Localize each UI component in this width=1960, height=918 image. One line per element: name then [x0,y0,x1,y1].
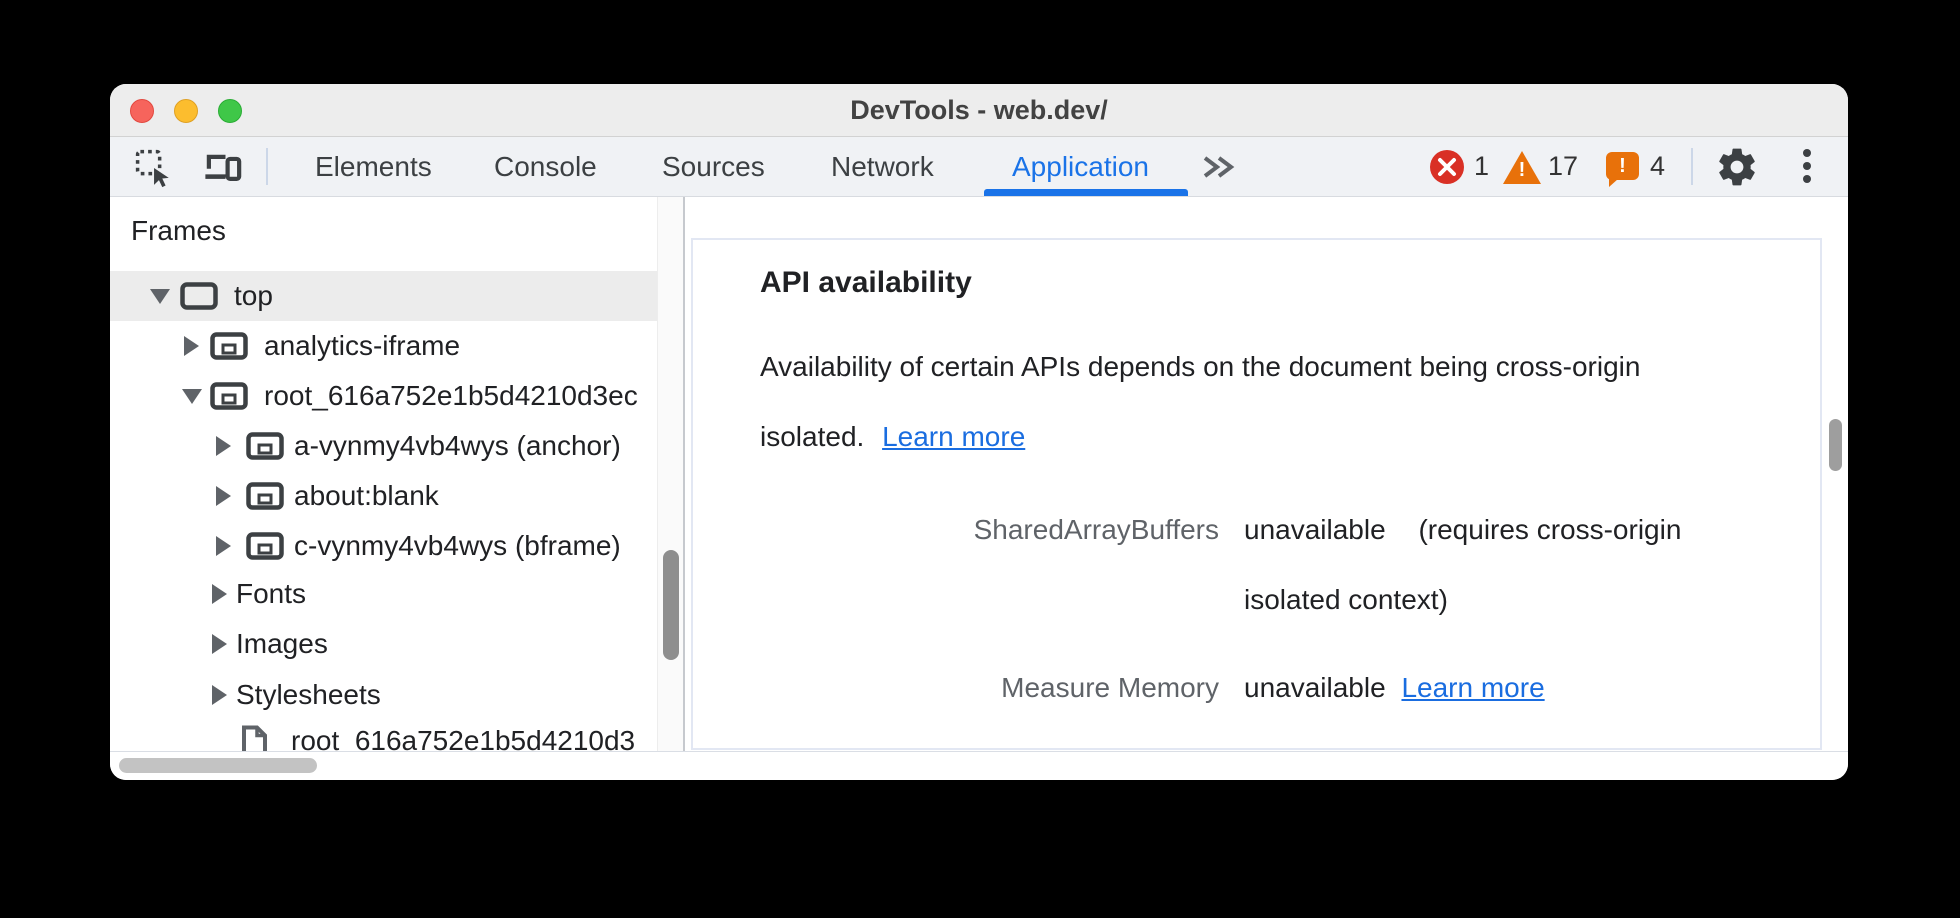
api-name-sharedarraybuffers: SharedArrayBuffers [973,514,1219,545]
more-options-button[interactable] [1803,149,1811,188]
chevron-right-icon[interactable] [216,436,231,456]
iframe-icon [246,532,284,560]
active-tab-underline [984,189,1188,196]
tree-row-about-blank[interactable]: about:blank [110,471,439,521]
report-scrollbar-thumb[interactable] [1829,419,1842,471]
iframe-icon [210,382,248,410]
document-icon [242,725,267,752]
frame-icon [180,282,218,310]
tab-application[interactable]: Application [1012,151,1149,182]
titlebar: DevTools - web.dev/ [110,84,1848,137]
description-line-1: Availability of certain APIs depends on … [760,351,1641,382]
frames-panel-header: Frames [131,215,226,246]
chevron-right-icon[interactable] [212,685,227,705]
chevron-double-right-icon [1203,156,1235,178]
tree-row-stylesheets[interactable]: Stylesheets [110,670,381,720]
x-icon [1438,158,1456,176]
window-title: DevTools - web.dev/ [850,95,1108,125]
description-line-2-text: isolated. [760,421,865,452]
frames-panel: Frames top analytics-iframe [110,197,685,752]
error-count: 1 [1474,151,1490,181]
devtools-window: DevTools - web.dev/ Elements Console Sou… [110,84,1848,780]
iframe-icon [210,332,248,360]
tree-row-label: Stylesheets [236,679,381,710]
horizontal-scrollbar-thumb[interactable] [119,758,317,773]
chevron-right-icon[interactable] [212,584,227,604]
tree-row-label: root_616a752e1b5d4210d3 [291,725,636,752]
tree-row-root-document[interactable]: root_616a752e1b5d4210d3 [110,716,635,752]
tab-sources[interactable]: Sources [662,151,765,182]
error-badge-icon[interactable] [1430,150,1464,184]
settings-button[interactable] [1715,145,1759,189]
minimize-window-button[interactable] [174,99,198,123]
chevron-right-icon[interactable] [184,336,199,356]
toolbar-divider [266,148,268,185]
inspect-icon [135,149,169,188]
status-value: unavailable [1244,672,1386,703]
gear-icon [1719,148,1755,186]
chevron-down-icon[interactable] [182,388,202,404]
application-report-panel: API availability Availability of certain… [685,197,1848,752]
tree-row-label: about:blank [294,480,439,511]
chevron-down-icon[interactable] [150,288,170,304]
warning-exclamation: ! [1518,159,1526,181]
tab-elements[interactable]: Elements [315,151,432,182]
device-toolbar-icon [205,154,242,181]
close-window-button[interactable] [130,99,154,123]
tree-row-analytics-iframe[interactable]: analytics-iframe [110,321,460,371]
tree-row-bframe[interactable]: c-vynmy4vb4wys (bframe) [110,521,621,571]
tree-row-fonts[interactable]: Fonts [110,569,306,619]
description-line-2: isolated. Learn more [760,420,1025,454]
tree-row-label: top [234,280,273,311]
horizontal-scrollbar-track[interactable] [110,751,1848,780]
inspect-element-button[interactable] [132,146,174,188]
api-name-measure-memory: Measure Memory [1001,672,1219,703]
tree-row-label: analytics-iframe [264,330,461,361]
iframe-icon [246,482,284,510]
tree-row-label: Images [236,628,328,659]
tree-row-label: Fonts [236,578,307,609]
section-title: API availability [760,266,972,299]
frames-scrollbar-track[interactable] [657,197,683,752]
chevron-right-icon[interactable] [212,634,227,654]
sharedarraybuffers-status-line: unavailable (requires cross-origin [1244,513,1681,547]
toggle-device-toolbar-button[interactable] [201,146,243,188]
learn-more-link[interactable]: Learn more [882,421,1026,452]
toolbar-divider-right [1691,148,1693,185]
tree-row-label: a-vynmy4vb4wys (anchor) [294,430,621,461]
measure-memory-status-line: unavailable Learn more [1244,671,1545,705]
tree-row-images[interactable]: Images [110,619,328,669]
tree-row-label: c-vynmy4vb4wys (bframe) [294,530,621,561]
report-section-container [691,238,1822,750]
tree-row-root-frame[interactable]: root_616a752e1b5d4210d3ec [110,371,638,421]
warning-count: 17 [1548,151,1579,181]
zoom-window-button[interactable] [218,99,242,123]
tree-row-anchor-frame[interactable]: a-vynmy4vb4wys (anchor) [110,421,621,471]
tree-row-label: root_616a752e1b5d4210d3ec [264,380,638,411]
chevron-right-icon[interactable] [216,486,231,506]
iframe-icon [246,432,284,460]
status-note-line-2: isolated context) [1244,584,1448,615]
tree-row-top[interactable]: top [110,271,683,321]
warning-badge-icon[interactable] [1503,151,1541,184]
more-tabs-button[interactable] [1200,152,1236,187]
devtools-toolbar: Elements Console Sources Network Applica… [110,137,1848,197]
tab-console[interactable]: Console [494,151,597,182]
frames-scrollbar-thumb[interactable] [663,550,679,660]
main-content: Frames top analytics-iframe [110,197,1848,752]
issue-count: 4 [1650,151,1666,181]
chevron-right-icon[interactable] [216,536,231,556]
measure-memory-learn-more-link[interactable]: Learn more [1401,672,1545,703]
tab-network[interactable]: Network [831,151,934,182]
status-value: unavailable [1244,514,1386,545]
status-note-line-1: (requires cross-origin [1418,514,1682,545]
issues-badge-icon[interactable]: ! [1606,152,1639,187]
